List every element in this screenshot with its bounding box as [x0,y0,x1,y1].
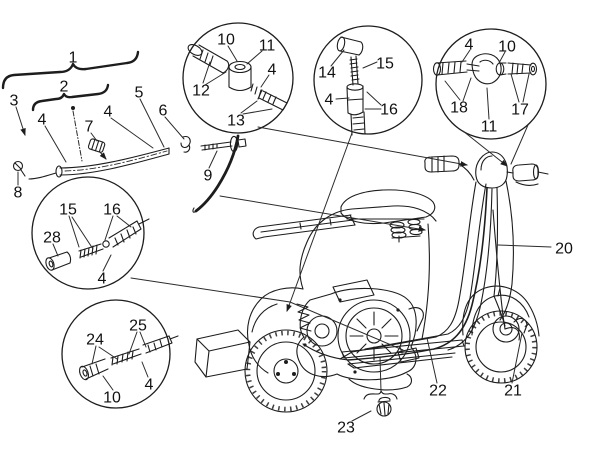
callout-20: 20 [555,241,573,258]
rear-rack [252,214,356,240]
callout-9: 9 [204,168,213,185]
callout-4: 4 [38,112,47,129]
brace-1 [1,50,140,90]
callout-1: 1 [69,50,78,67]
callout-4: 4 [325,92,334,109]
callout-10: 10 [498,39,516,56]
callout-17: 17 [511,102,529,119]
callout-8: 8 [14,185,23,202]
brake-lever [515,181,539,186]
exhaust [348,373,413,391]
fan-slots [349,311,399,361]
detail-circle-ferrule [31,176,150,290]
callout-16: 16 [380,102,398,119]
cable-outer [59,147,170,176]
callout-4: 4 [104,104,113,121]
saddle-seat [340,189,436,243]
callout-13: 13 [227,113,245,130]
callout-15: 15 [59,202,77,219]
part-9-bolt [200,135,247,153]
callout-4: 4 [145,377,154,394]
callout-10: 10 [103,390,121,407]
left-grip [424,155,460,173]
callout-11: 11 [259,38,276,55]
part-8-clip [12,160,26,177]
part-2-dot [71,106,75,110]
callout-7: 7 [85,119,94,136]
handlebar [424,151,549,189]
part-7-clamp [87,138,106,153]
callout-14: 14 [318,65,336,82]
brake-arm [513,317,528,334]
callout-10: 10 [217,32,235,49]
headset [475,151,508,189]
legshield [351,180,514,353]
cable-inner-wire [28,172,57,180]
callout-22: 22 [429,383,447,400]
callout-28: 28 [43,230,61,247]
callout-15: 15 [376,56,394,73]
callout-21: 21 [504,383,522,400]
callout-25: 25 [129,318,147,335]
side-toolbox [194,329,251,378]
suspension-link [504,327,520,341]
engine [296,279,424,391]
callout-5: 5 [135,85,144,102]
callout-11: 11 [481,119,498,136]
callout-4: 4 [268,62,277,79]
detail-circle-lever-end [182,22,294,134]
callout-12: 12 [192,83,210,100]
brace-2 [31,83,110,112]
part-23-bulb [363,356,398,417]
callout-4: 4 [98,271,107,288]
callout-18: 18 [450,100,468,117]
callout-2: 2 [60,79,69,96]
detail-circle-throttle-end [432,28,547,140]
scooter-illustration [194,151,549,413]
kick-lever [408,307,424,332]
floorboard [339,339,465,369]
part-6-hook [180,136,191,153]
cable-assembly [1,50,247,213]
front-wheel [464,209,538,384]
callout-16: 16 [103,202,121,219]
callout-6: 6 [159,103,168,120]
callout-23: 23 [337,420,355,437]
shock-spring [296,303,312,332]
cable-swoosh [194,134,240,213]
callout-3: 3 [10,93,19,110]
callout-4: 4 [465,37,474,54]
callout-24: 24 [86,332,104,349]
control-cables-run [302,187,506,361]
connector-lines [130,124,529,351]
detail-circle-cone-end [61,299,179,409]
leader-lines [15,45,552,422]
rear-body-frame [246,205,437,374]
rear-wheel [244,329,328,413]
